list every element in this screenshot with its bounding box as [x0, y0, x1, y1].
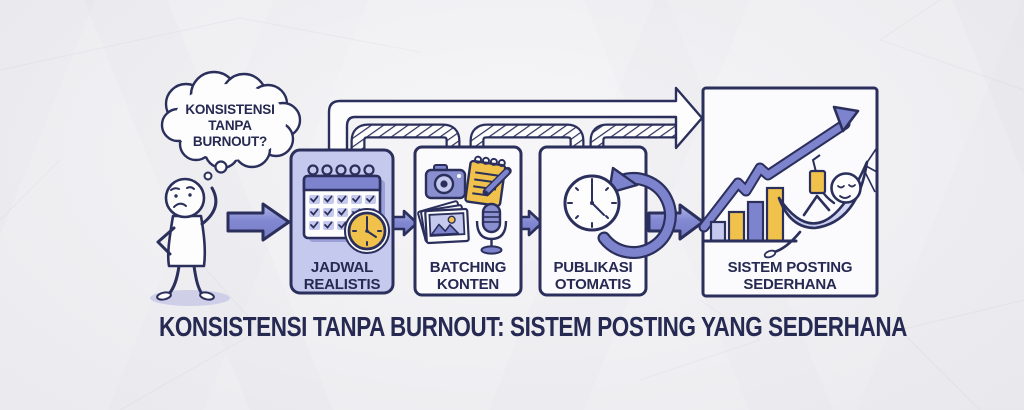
- thought-line-2: TANPA: [208, 118, 252, 133]
- figure-worried-face: [170, 186, 195, 208]
- thought-bubble-text: KONSISTENSI TANPA BURNOUT?: [185, 102, 275, 149]
- calendar-icon: [302, 164, 390, 254]
- result-label: SISTEM POSTING SEDERHANA: [728, 259, 853, 293]
- result-label-line-2: SEDERHANA: [743, 276, 837, 293]
- figure-head: [164, 177, 206, 219]
- flow-arrow-2: [391, 209, 419, 237]
- pipe-connector-2: [469, 123, 585, 151]
- thought-trail-dot-large: [214, 160, 228, 174]
- photo-stack-icon: [417, 200, 470, 245]
- thought-trail-dot-small: [203, 171, 213, 181]
- thought-line-3: BURNOUT?: [193, 134, 267, 149]
- figure-bent-knees: [802, 194, 831, 217]
- drink-glass-icon: [808, 154, 827, 195]
- result-label-line-1: SISTEM POSTING: [728, 259, 853, 276]
- step-card-publikasi-otomatis: PUBLIKASI OTOMATIS: [538, 145, 677, 297]
- thought-line-1: KONSISTENSI: [185, 102, 274, 117]
- step-1-label: JADWAL REALISTIS: [304, 259, 381, 293]
- step-card-jadwal-realistis: JADWAL REALISTIS: [289, 148, 395, 295]
- microphone-icon: [475, 202, 508, 255]
- thought-bubble: KONSISTENSI TANPA BURNOUT?: [160, 70, 302, 181]
- step-2-label-line-1: BATCHING: [430, 259, 506, 276]
- step-card-batching-konten: BATCHING KONTEN: [413, 145, 523, 297]
- pipe-connectors: [350, 123, 676, 153]
- step-1-label-line-1: JADWAL: [311, 259, 373, 276]
- step-2-label: BATCHING KONTEN: [430, 259, 507, 293]
- camera-icon: [424, 164, 467, 200]
- pipe-connector-1: [350, 123, 461, 153]
- result-card-sistem-posting: SISTEM POSTING SEDERHANA: [698, 86, 879, 298]
- step-3-label-line-2: OTOMATIS: [555, 276, 631, 293]
- notepad-pencil-icon: [464, 155, 512, 207]
- flow-arrow-1: [226, 202, 291, 242]
- hammock-relaxing-figure: [763, 148, 878, 259]
- growth-arrow-icon: [698, 105, 860, 233]
- step-3-label: PUBLIKASI OTOMATIS: [553, 259, 632, 293]
- auto-refresh-clock-icon: [563, 166, 677, 259]
- relaxed-head: [830, 172, 862, 204]
- clock-badge-icon: [344, 208, 390, 254]
- pipe-connector-3: [589, 123, 676, 151]
- figure-left-arm: [156, 226, 176, 256]
- figure-right-arm: [200, 186, 218, 226]
- bypass-arrow: [327, 86, 704, 155]
- figure-torso: [166, 214, 207, 268]
- main-title: KONSISTENSI TANPA BURNOUT: SISTEM POSTIN…: [159, 311, 907, 342]
- step-3-label-line-1: PUBLIKASI: [553, 259, 632, 276]
- thinking-figure: [150, 177, 230, 306]
- step-2-label-line-2: KONTEN: [437, 276, 499, 293]
- relaxed-face: [837, 184, 856, 199]
- step-1-label-line-2: REALISTIS: [304, 276, 381, 293]
- hammock-dangling-leg: [772, 230, 802, 254]
